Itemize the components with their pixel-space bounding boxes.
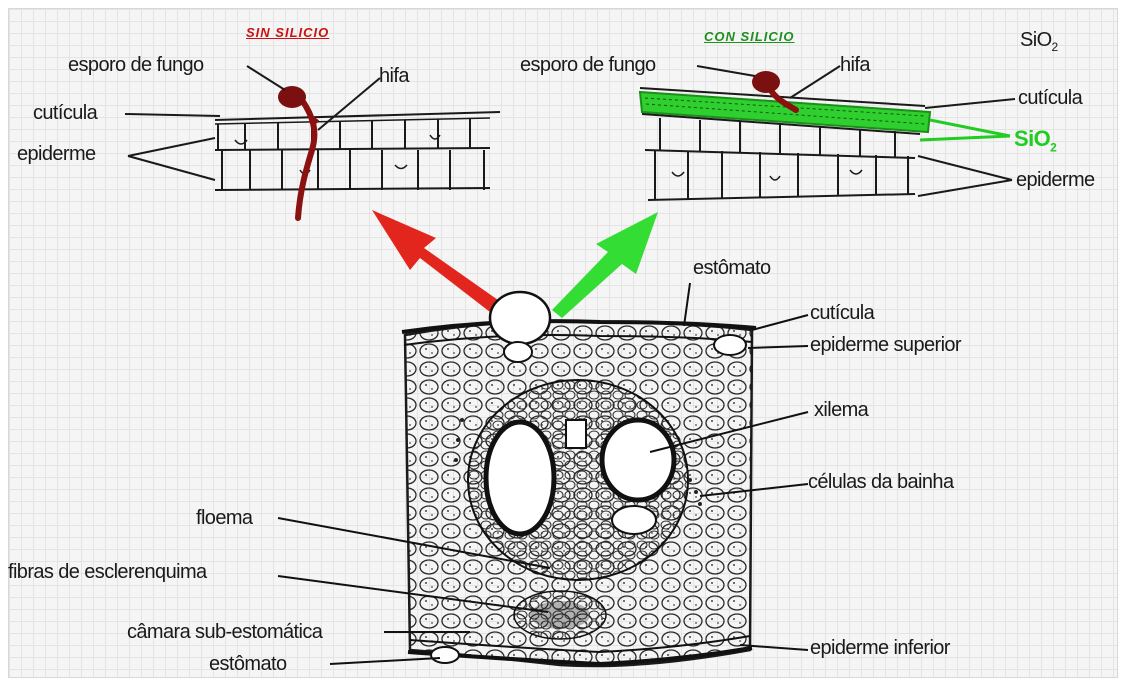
label-hypha-right: hifa — [840, 55, 870, 75]
label-spore-right: esporo de fungo — [520, 55, 656, 75]
label-substomatal-chamber: câmara sub-estomática — [127, 622, 322, 642]
label-stomata-bottom: estômato — [209, 654, 286, 674]
green-arrow-icon — [552, 212, 658, 318]
label-epidermis-right: epiderme — [1016, 170, 1095, 190]
label-epidermis-left: epiderme — [17, 144, 96, 164]
label-cuticle-section: cutícula — [810, 303, 874, 323]
label-stomata-top: estômato — [693, 258, 770, 278]
label-cuticle-right: cutícula — [1018, 88, 1082, 108]
label-upper-epidermis: epiderme superior — [810, 335, 961, 355]
xylem-vessel-right — [602, 420, 674, 500]
epidermis-cells-left — [215, 112, 500, 190]
panel-without-silicon — [125, 66, 500, 218]
label-spore-left: esporo de fungo — [68, 55, 204, 75]
formula-sio2-header: SiO2 — [1020, 30, 1058, 53]
label-hypha-left: hifa — [379, 66, 409, 86]
title-without-silicon: SIN SILICIO — [246, 26, 329, 39]
label-lower-epidermis: epiderme inferior — [810, 638, 950, 658]
title-with-silicon: CON SILICIO — [704, 30, 794, 43]
leaf-cross-section — [278, 283, 808, 666]
label-cuticle-left: cutícula — [33, 103, 97, 123]
label-xylem: xilema — [814, 400, 868, 420]
stomata-top — [490, 292, 550, 344]
panel-with-silicon — [640, 66, 1015, 200]
red-arrow-icon — [372, 210, 498, 312]
label-phloem: floema — [196, 508, 252, 528]
label-sheath-cells: células da bainha — [808, 472, 953, 492]
xylem-vessel-left — [486, 422, 554, 534]
label-sclerenchyma: fibras de esclerenquima — [8, 562, 207, 582]
label-silica-layer: SiO2 — [1014, 128, 1056, 153]
